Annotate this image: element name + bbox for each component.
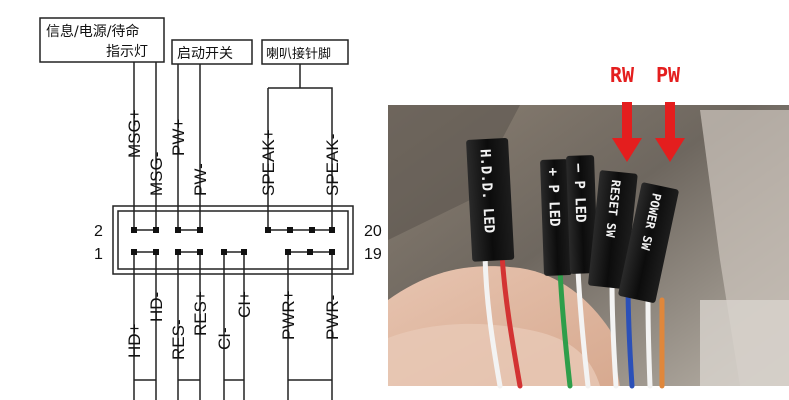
pin-label-msg-minus: MSG-	[147, 152, 166, 196]
indicator-label-line2: 指示灯	[106, 44, 148, 60]
pin-label-speak-minus: SPEAK-	[323, 134, 342, 196]
connector-reset-sw: RESET SW	[588, 170, 638, 290]
pin-label-pw-plus: PW+	[169, 119, 188, 156]
pin-label-pwr-minus: PWR-	[323, 295, 342, 340]
header-outer-box	[112, 205, 354, 275]
wire-white-hdd	[482, 252, 503, 389]
connector-photo: H.D.D. LED + P LED — P LED RESET SW POWE…	[388, 105, 789, 389]
wire-white-reset	[609, 279, 619, 389]
pin-label-hd-plus: HD+	[125, 323, 144, 358]
speaker-label: 喇叭接针脚	[266, 46, 331, 62]
pin-number-20: 20	[364, 223, 382, 240]
speaker-header-box	[261, 39, 349, 65]
pin-label-msg-plus: MSG+	[125, 109, 144, 158]
power-switch-label: 启动开关	[177, 46, 233, 62]
wire-red-hdd	[499, 252, 523, 389]
connector-power-sw: POWER SW	[618, 182, 679, 303]
pin-number-19: 19	[364, 246, 382, 263]
rw-arrow	[612, 102, 642, 162]
pin-label-pwr-plus: PWR+	[279, 290, 298, 340]
connector-p-led-minus: — P LED	[566, 155, 598, 274]
header-inner-box	[117, 210, 349, 270]
pin-number-1: 1	[94, 246, 103, 263]
pw-arrow	[655, 102, 685, 162]
power-switch-header-box	[171, 39, 253, 65]
wire-white-pled	[575, 267, 591, 389]
label-reset-sw: RESET SW	[603, 179, 623, 239]
label-hdd-led: H.D.D. LED	[477, 149, 497, 234]
pin-label-hd-minus: HD-	[147, 292, 166, 322]
rw-label: RW	[610, 63, 635, 87]
indicator-label-line1: 信息/电源/待命	[46, 23, 139, 40]
label-p-led-minus: — P LED	[570, 163, 588, 223]
pin-label-ci-plus: CI+	[235, 291, 254, 318]
label-p-led-plus: + P LED	[544, 167, 562, 227]
pin-label-pw-minus: PW-	[191, 163, 210, 196]
pin-label-res-plus: RES+	[191, 291, 210, 336]
wire-green-pled	[557, 267, 573, 389]
pin-diagram	[39, 17, 354, 400]
pw-label: PW	[656, 63, 681, 87]
pin-number-2: 2	[94, 223, 103, 240]
connector-p-led-plus: + P LED	[540, 159, 572, 276]
connector-hdd-led: H.D.D. LED	[466, 137, 515, 262]
pin-label-speak-plus: SPEAK+	[259, 129, 278, 196]
indicator-header-box	[39, 17, 165, 63]
pin-label-res-minus: RES-	[169, 319, 188, 360]
pin-dots	[131, 227, 335, 255]
wire-white-power	[645, 297, 653, 389]
pin-label-ci-minus: CI-	[215, 327, 234, 350]
